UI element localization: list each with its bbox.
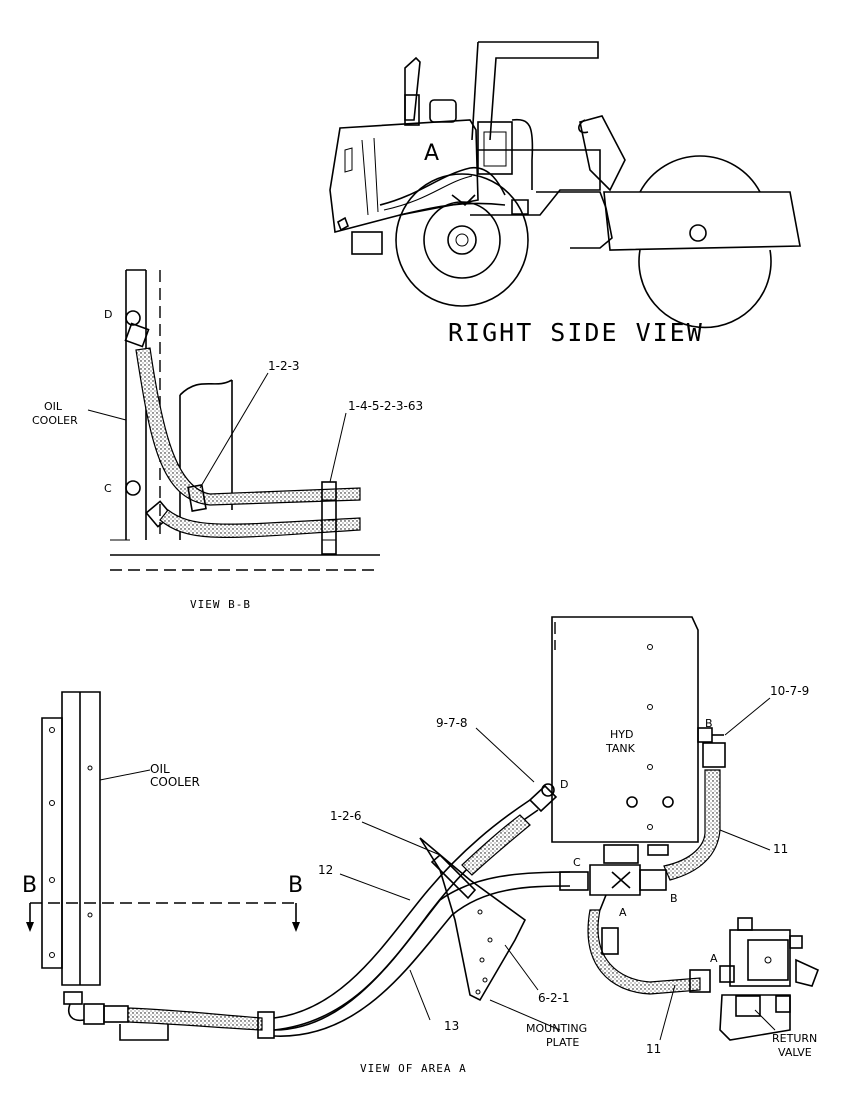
port-tank-b: B [705, 717, 713, 730]
callout-6-2-1: 6-2-1 [538, 991, 570, 1005]
port-a-valve: A [710, 952, 718, 965]
return-valve-line2: VALVE [778, 1046, 812, 1059]
tank-label-line1: HYD [610, 728, 633, 741]
view-bb-port-d: D [104, 308, 112, 321]
callout-1-4-5-2-3-63: 1-4-5-2-3-63 [348, 399, 423, 413]
view-a-oil-cooler-line1: OIL [150, 762, 170, 776]
callout-1-2-3: 1-2-3 [268, 359, 300, 373]
area-a-letter: A [424, 141, 439, 166]
view-bb-oil-cooler-line2: COOLER [32, 414, 78, 427]
callout-11-valve: 11 [646, 1042, 661, 1056]
right-side-view-title: RIGHT SIDE VIEW [448, 318, 704, 347]
mounting-plate-line1: MOUNTING [526, 1022, 587, 1035]
port-b-tee: B [670, 892, 678, 905]
view-area-a-drawing [26, 616, 820, 1041]
view-bb-caption: VIEW B-B [190, 598, 251, 611]
mounting-plate-line2: PLATE [546, 1036, 579, 1049]
callout-10-7-9: 10-7-9 [770, 684, 809, 698]
port-tank-d: D [560, 778, 568, 791]
view-bb-port-c: C [104, 482, 112, 495]
section-b-left: B [22, 873, 37, 898]
callout-12: 12 [318, 863, 333, 877]
section-b-right: B [288, 873, 303, 898]
tank-label-line2: TANK [605, 742, 636, 755]
callout-1-2-6: 1-2-6 [330, 809, 362, 823]
view-bb-drawing [87, 269, 380, 571]
callout-9-7-8: 9-7-8 [436, 716, 468, 730]
port-a-tee: A [619, 906, 627, 919]
view-area-a-caption: VIEW OF AREA A [360, 1062, 467, 1075]
right-side-view-machine: A [329, 41, 801, 329]
callout-13: 13 [444, 1019, 459, 1033]
return-valve-line1: RETURN [772, 1032, 817, 1045]
view-a-oil-cooler-line2: COOLER [150, 775, 200, 789]
port-c: C [573, 856, 581, 869]
view-bb-oil-cooler-line1: OIL [44, 400, 63, 413]
callout-11-tank: 11 [773, 842, 788, 856]
